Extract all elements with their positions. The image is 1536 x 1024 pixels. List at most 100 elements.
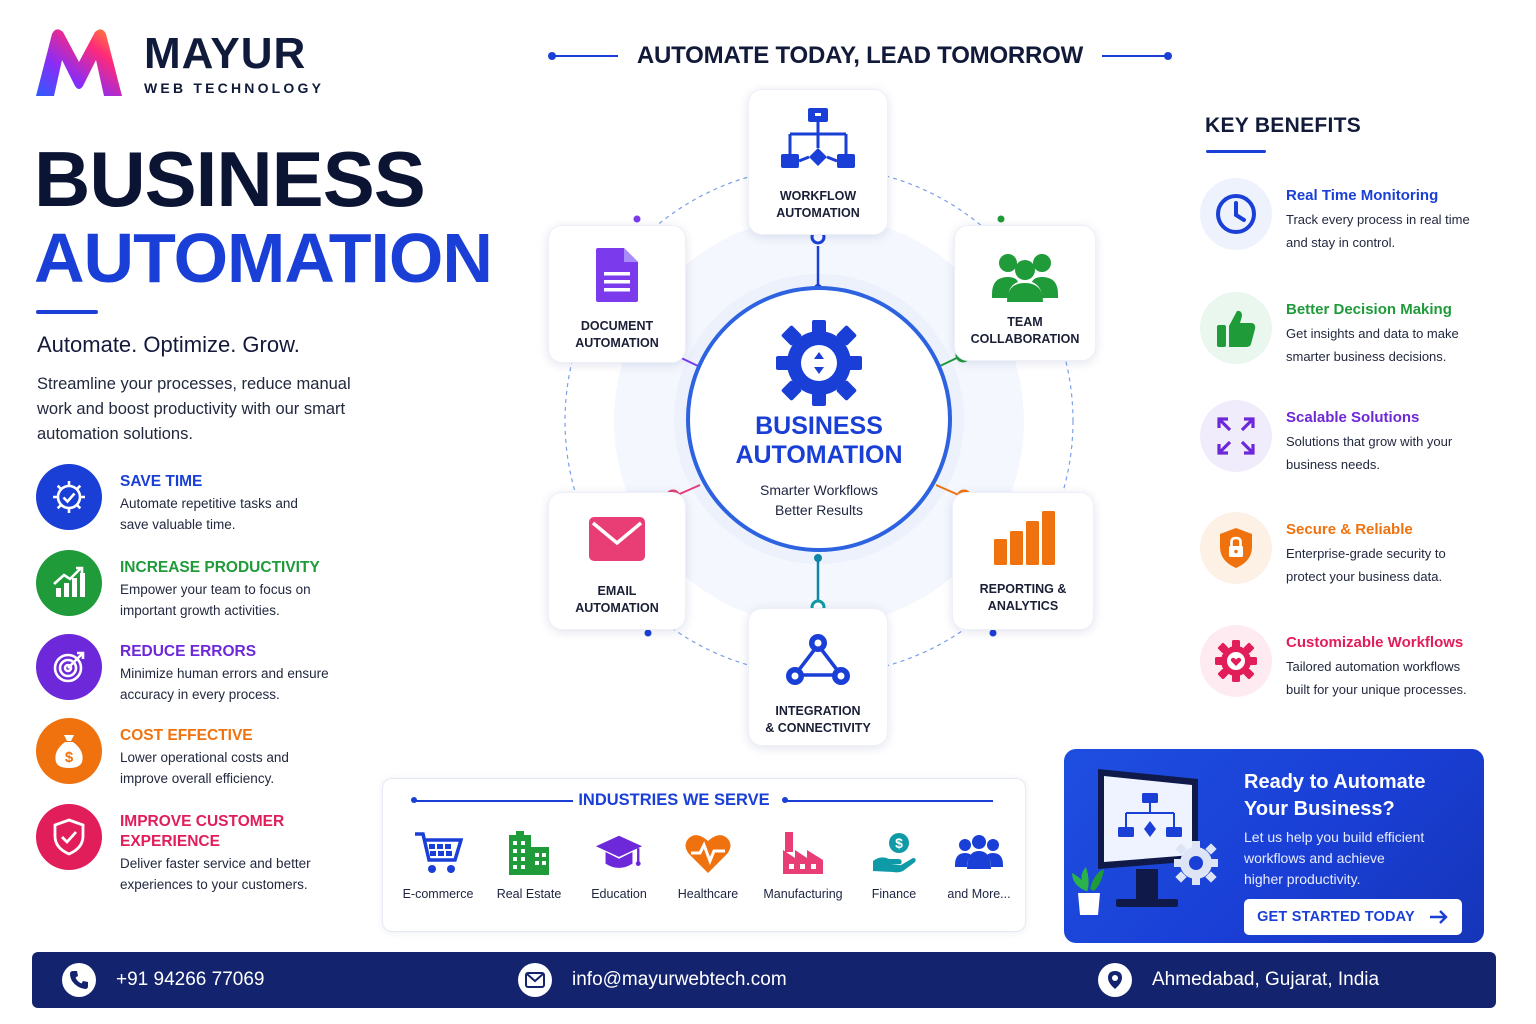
footer-location[interactable]: Ahmedabad, Gujarat, India [1098,962,1379,998]
industry-finance[interactable]: $ Finance [849,829,939,901]
gear-check-icon [36,464,102,530]
footer-phone-text: +91 94266 77069 [116,969,265,990]
key-benefit-desc: Get insights and data to make [1286,326,1459,341]
email-icon [589,517,645,561]
industry-label: Education [591,887,647,901]
node-label: AUTOMATION [776,206,860,220]
people-icon [954,829,1004,877]
get-started-label: GET STARTED TODAY [1257,909,1415,925]
left-benefit-reduce-errors: REDUCE ERRORS Minimize human errors and … [36,634,360,705]
left-benefit-desc: Automate repetitive tasks and save valua… [120,496,298,532]
shield-lock-icon [1200,512,1272,584]
heading-line [1102,55,1168,57]
monitor-workflow-icon [1072,769,1218,915]
growth-chart-icon [36,550,102,616]
key-benefit-desc: built for your unique processes. [1286,682,1467,697]
logo-m-icon [36,29,122,96]
node-label: DOCUMENT [580,319,654,333]
center-title-line2: AUTOMATION [735,441,903,469]
expand-icon [1200,400,1272,472]
left-benefit-title: REDUCE ERRORS [120,643,257,660]
center-sub-line2: Better Results [775,502,863,518]
left-benefit-cost-effective: $ COST EFFECTIVE Lower operational costs… [36,718,320,789]
key-benefit-scalable-solutions: Scalable Solutions Solutions that grow w… [1200,400,1496,476]
heart-pulse-icon [683,829,733,877]
cta-desc-line: workflows and achieve [1244,850,1385,866]
key-benefit-title: Scalable Solutions [1286,409,1420,426]
node-integration-connectivity: INTEGRATION & CONNECTIVITY [748,608,888,746]
hero-intro: Streamline your processes, reduce manual… [37,375,351,443]
industries-heading-line [413,800,573,802]
left-benefit-desc: Minimize human errors and ensure accurac… [120,666,329,702]
industry-label: Healthcare [677,887,739,901]
bar-chart-icon [994,511,1055,565]
buildings-icon [504,829,554,877]
key-benefit-desc: smarter business decisions. [1286,349,1447,364]
industry-label: E-commerce [402,887,474,901]
node-label: REPORTING & [979,582,1067,596]
node-label: AUTOMATION [575,336,659,350]
node-label: & CONNECTIVITY [765,721,871,735]
get-started-button[interactable]: GET STARTED TODAY [1244,899,1462,935]
left-benefit-increase-productivity: INCREASE PRODUCTIVITY Empower your team … [36,550,340,621]
center-title-line1: BUSINESS [755,412,883,440]
cta-desc-line: Let us help you build efficient [1244,829,1425,845]
key-benefit-desc: Solutions that grow with your [1286,434,1453,449]
factory-icon [778,829,828,877]
node-workflow-automation: WORKFLOW AUTOMATION [748,89,888,235]
key-benefits-heading: KEY BENEFITS [1205,114,1362,137]
left-benefit-title: INCREASE PRODUCTIVITY [120,559,320,576]
team-icon [992,254,1058,302]
shield-check-icon [36,804,102,870]
target-icon [36,634,102,700]
hero-title-line1: BUSINESS [34,135,426,223]
industry-education[interactable]: Education [574,829,664,901]
contact-footer: +91 94266 77069 info@mayurwebtech.com Ah… [32,952,1496,1008]
key-benefits-underline [1206,150,1266,153]
industry-manufacturing[interactable]: Manufacturing [758,829,848,901]
key-benefit-desc: Track every process in real time [1286,212,1470,227]
gear-heart-icon [1200,625,1272,697]
document-icon [596,248,638,302]
industry-label: Finance [871,887,917,901]
center-sub-line1: Smarter Workflows [760,482,878,498]
footer-email-text: info@mayurwebtech.com [572,969,787,990]
cart-icon [413,829,463,877]
node-document-automation: DOCUMENT AUTOMATION [548,225,686,363]
arrow-right-icon [1429,910,1448,924]
footer-email[interactable]: info@mayurwebtech.com [518,962,787,998]
mail-icon [518,963,552,997]
hand-coin-icon: $ [869,829,919,877]
key-benefit-better-decision-making: Better Decision Making Get insights and … [1200,292,1496,368]
key-benefit-desc: and stay in control. [1286,235,1396,250]
footer-phone[interactable]: +91 94266 77069 [62,962,264,998]
industry-ecommerce[interactable]: E-commerce [393,829,483,901]
key-benefit-desc: business needs. [1286,457,1380,472]
top-heading: AUTOMATE TODAY, LEAD TOMORROW [548,40,1172,72]
key-benefit-desc: Tailored automation workflows [1286,659,1461,674]
industry-and-more[interactable]: and More... [934,829,1024,901]
left-benefit-desc: Deliver faster service and better experi… [120,856,311,892]
key-benefit-title: Better Decision Making [1286,301,1452,318]
svg-text:$: $ [895,835,903,851]
hero-title-line2: AUTOMATION [34,219,493,297]
industries-heading-line [785,800,993,802]
thumbs-up-icon [1200,292,1272,364]
node-label: EMAIL [597,584,637,598]
hero-tagline: Automate. Optimize. Grow. [37,332,300,357]
industry-real-estate[interactable]: Real Estate [484,829,574,901]
node-label: INTEGRATION [775,704,861,718]
cta-desc-line: higher productivity. [1244,871,1361,887]
left-benefit-desc: Lower operational costs and improve over… [120,750,289,786]
left-benefit-title: SAVE TIME [120,473,203,490]
left-benefit-customer-experience: IMPROVE CUSTOMER EXPERIENCE Deliver fast… [36,804,376,895]
graduation-cap-icon [594,829,644,877]
brand-logo: MAYUR WEB TECHNOLOGY [30,26,324,100]
industry-healthcare[interactable]: Healthcare [663,829,753,901]
node-label: WORKFLOW [779,189,857,203]
industry-label: and More... [947,887,1011,901]
clock-icon [1200,178,1272,250]
